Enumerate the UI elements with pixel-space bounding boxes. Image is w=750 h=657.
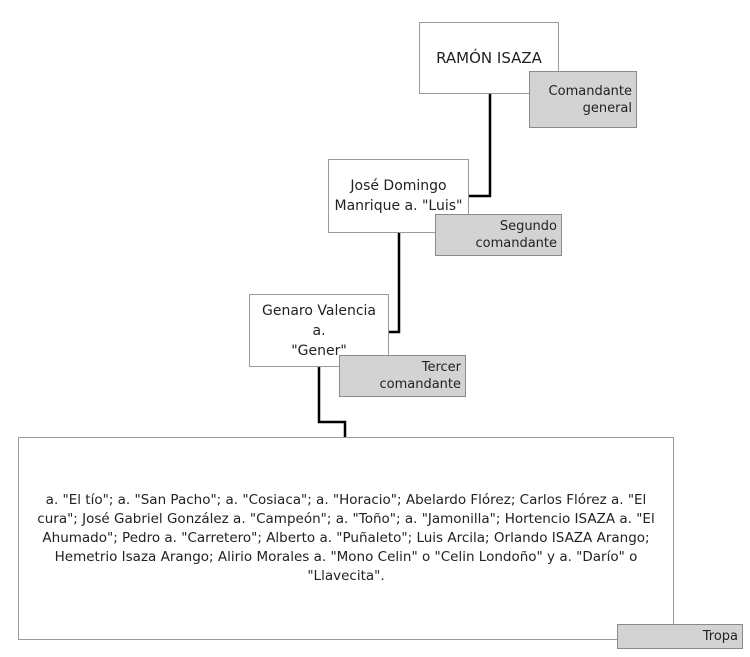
connector-gener-tropa <box>317 367 347 437</box>
role-label-comandante-general: Comandante general <box>529 71 637 128</box>
node-name: Genaro Valencia a. "Gener" <box>262 302 376 359</box>
role-label-tropa: Tropa <box>617 624 743 649</box>
node-tropa-members: a. "El tío"; a. "San Pacho"; a. "Cosiaca… <box>18 437 674 640</box>
node-name: José Domingo Manrique a. "Luis" <box>334 178 463 214</box>
connector-isaza-luis <box>469 94 492 198</box>
role-text: Comandante general <box>548 83 632 116</box>
connector-luis-gener <box>389 233 401 334</box>
role-text: Tropa <box>702 629 738 644</box>
node-name: RAMÓN ISAZA <box>436 49 542 67</box>
node-genaro-valencia: Genaro Valencia a. "Gener" <box>249 294 389 367</box>
role-label-segundo-comandante: Segundo comandante <box>435 214 562 256</box>
role-text: Tercer comandante <box>379 360 461 392</box>
role-label-tercer-comandante: Tercer comandante <box>339 355 466 397</box>
node-name: a. "El tío"; a. "San Pacho"; a. "Cosiaca… <box>37 492 655 584</box>
role-text: Segundo comandante <box>475 219 557 251</box>
